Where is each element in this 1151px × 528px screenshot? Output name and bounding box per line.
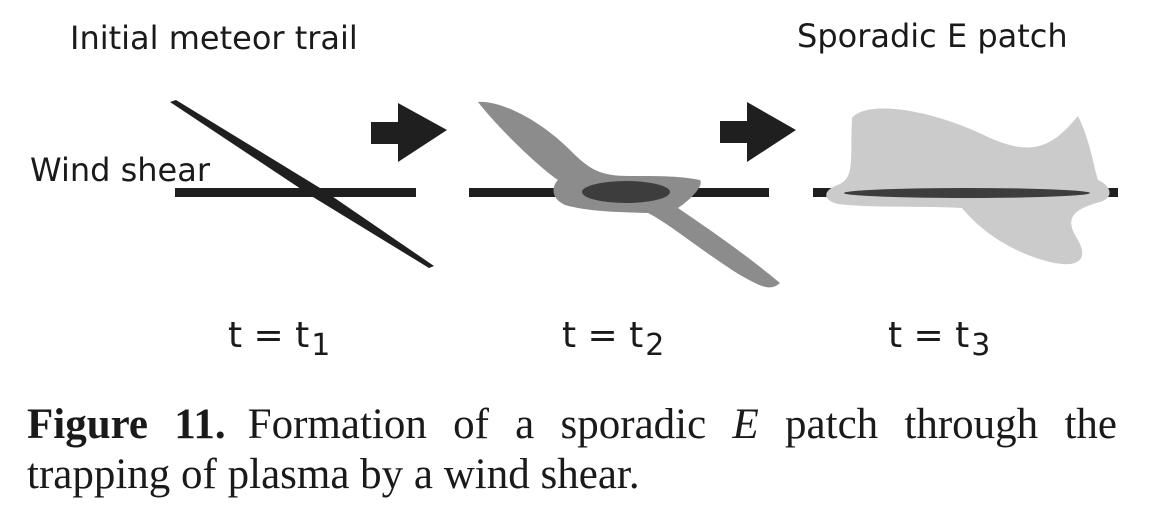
caption-text-before: Formation of a sporadic: [247, 401, 733, 448]
time-text-t2: t = t: [562, 315, 644, 356]
panel-t1: [170, 100, 434, 268]
formation-diagram: [170, 100, 1118, 288]
time-arrow-1: [371, 103, 447, 162]
panel-t3: [813, 108, 1118, 265]
time-label-t1: t = t1: [228, 315, 330, 361]
wind-shear-line-1: [175, 188, 416, 197]
time-arrow-2: [720, 102, 796, 162]
sporadic-patch-label: Sporadic E patch: [797, 17, 1068, 55]
panel-t2: [469, 101, 780, 288]
initial-trail-label: Initial meteor trail: [70, 19, 358, 57]
time-text-t1: t = t: [228, 315, 310, 356]
time-subscript-t2: 2: [645, 328, 665, 363]
time-label-t2: t = t2: [562, 315, 664, 361]
meteor-trail: [170, 100, 434, 268]
figure-number: Figure 11.: [27, 401, 226, 448]
wind-shear-label: Wind shear: [30, 151, 210, 189]
sporadic-e-cloud: [826, 108, 1110, 265]
time-subscript-t3: 3: [971, 328, 991, 363]
caption-text-after: patch through the trapping of plasma by …: [27, 401, 1117, 498]
time-label-t3: t = t3: [888, 315, 990, 361]
plasma-core-t3: [844, 188, 1090, 198]
caption-emphasis: E: [732, 401, 759, 448]
time-subscript-t1: 1: [311, 328, 331, 363]
time-text-t3: t = t: [888, 315, 970, 356]
plasma-core-t2: [582, 181, 670, 203]
figure-caption: Figure 11. Formation of a sporadic E patc…: [27, 400, 1117, 500]
